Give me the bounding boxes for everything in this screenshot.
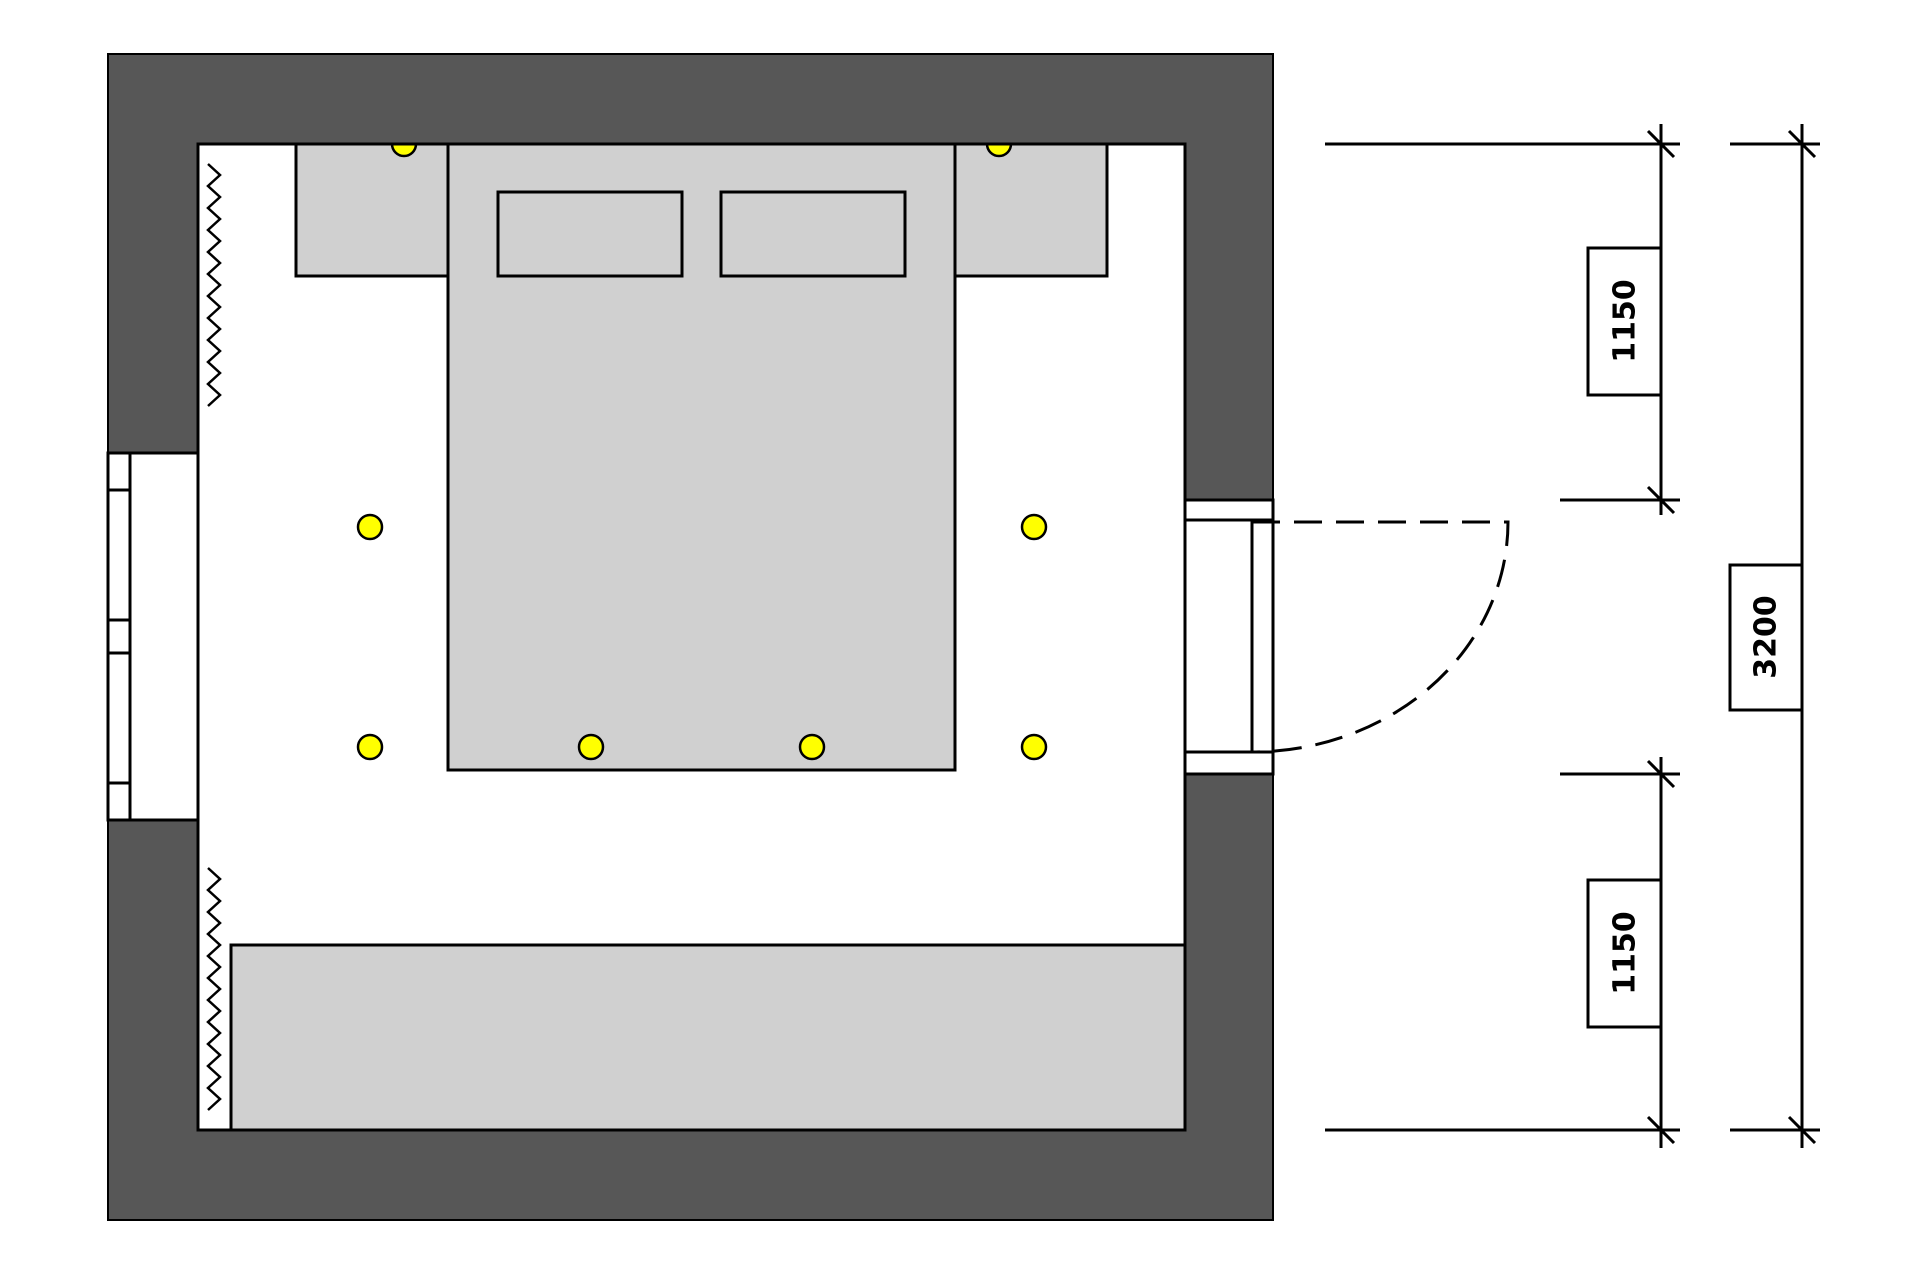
dimension-box-top [1586, 246, 1663, 397]
ceiling-light [356, 733, 384, 761]
wardrobe [229, 943, 1187, 1132]
ceiling-light [1020, 513, 1048, 541]
dimension-box-bottom [1586, 878, 1663, 1029]
window [106, 451, 200, 822]
ceiling-light [577, 733, 605, 761]
ceiling-lights [356, 513, 1048, 761]
pillow-right [719, 190, 907, 278]
dimension-label-top: 1150 [1608, 279, 1643, 363]
ceiling-light [356, 513, 384, 541]
radiator-top [206, 163, 222, 407]
pillow-left [496, 190, 684, 278]
ceiling-light [1020, 733, 1048, 761]
dimension-label-bottom: 1150 [1608, 911, 1643, 995]
dimension-box-total [1728, 563, 1804, 712]
dimension-label-total: 3200 [1749, 595, 1784, 679]
radiator-bottom [206, 867, 222, 1111]
ceiling-light [798, 733, 826, 761]
nightstand-left [294, 142, 450, 278]
door-swing-arc [1251, 520, 1510, 754]
nightstand-right [953, 142, 1109, 278]
door [1183, 498, 1275, 776]
